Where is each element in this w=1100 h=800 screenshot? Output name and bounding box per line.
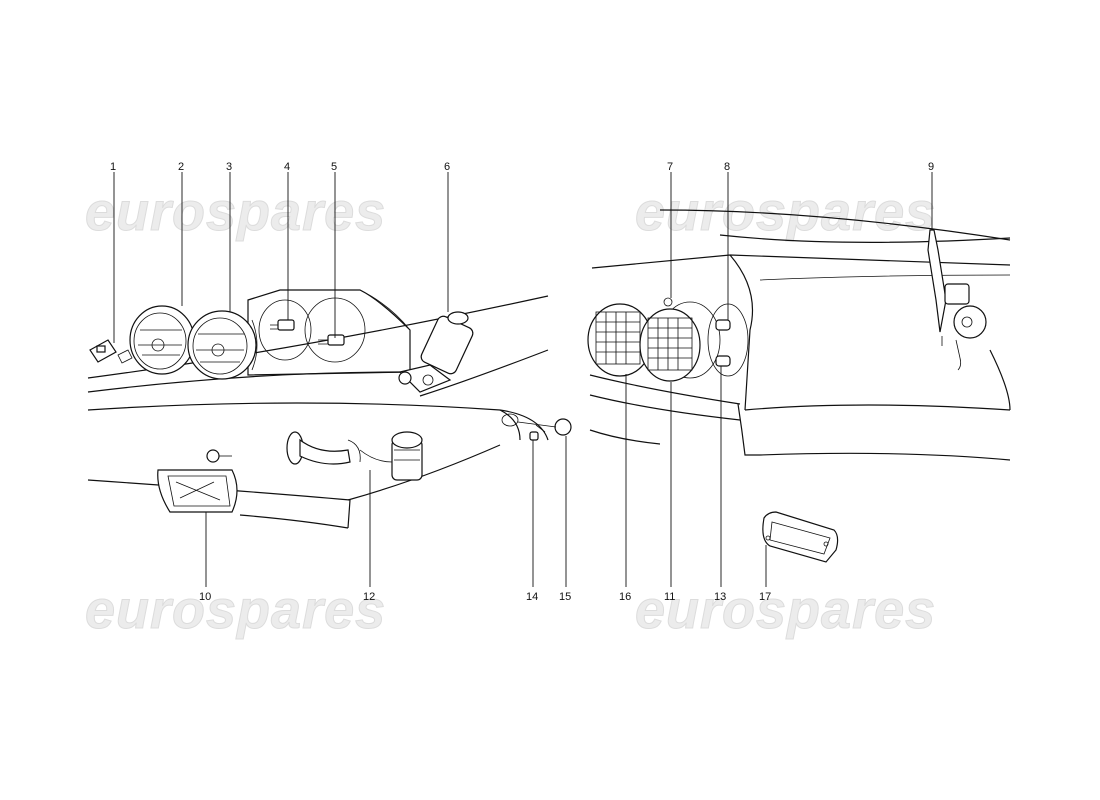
watermark-top-left: eurospares [85, 182, 386, 242]
part-10-fog-lamp [157, 449, 238, 513]
callout-12: 12 [363, 591, 375, 603]
part-1-switch-plate [89, 339, 133, 364]
callout-4: 4 [284, 161, 290, 173]
part-3-headlamp [187, 310, 258, 380]
leader-lines [113, 172, 933, 587]
callout-15: 15 [559, 591, 571, 603]
callout-16: 16 [619, 591, 631, 603]
rear-body-outline [589, 209, 1011, 461]
callout-10: 10 [199, 591, 211, 603]
part-2-headlamp [129, 305, 195, 375]
callout-labels: 1 2 3 4 5 6 7 8 9 10 12 14 15 16 11 13 1… [110, 161, 934, 603]
callout-7: 7 [667, 161, 673, 173]
part-14-bulb [529, 431, 539, 441]
part-6-motor [390, 311, 474, 393]
part-8-bulb [707, 303, 749, 377]
callout-9: 9 [928, 161, 934, 173]
watermark-bottom-right: eurospares [635, 580, 936, 640]
callout-6: 6 [444, 161, 450, 173]
part-9-antenna [927, 229, 987, 371]
callout-5: 5 [331, 161, 337, 173]
part-13-bulb [715, 355, 731, 367]
callout-11: 11 [664, 591, 675, 603]
callout-13: 13 [714, 591, 726, 603]
callout-3: 3 [226, 161, 232, 173]
watermark-top-right: eurospares [635, 182, 936, 242]
callout-17: 17 [759, 591, 771, 603]
part-11-rear-lamp [639, 297, 721, 382]
watermark-group: eurospares eurospares eurospares eurospa… [85, 182, 936, 641]
callout-1: 1 [110, 161, 116, 173]
part-15-socket [501, 413, 572, 436]
callout-8: 8 [724, 161, 730, 173]
part-4-bulb [258, 299, 312, 361]
callout-14: 14 [526, 591, 538, 603]
watermark-bottom-left: eurospares [85, 580, 386, 640]
part-17-reverse-lamp [762, 511, 839, 563]
callout-2: 2 [178, 161, 184, 173]
part-12-horn [286, 431, 423, 481]
